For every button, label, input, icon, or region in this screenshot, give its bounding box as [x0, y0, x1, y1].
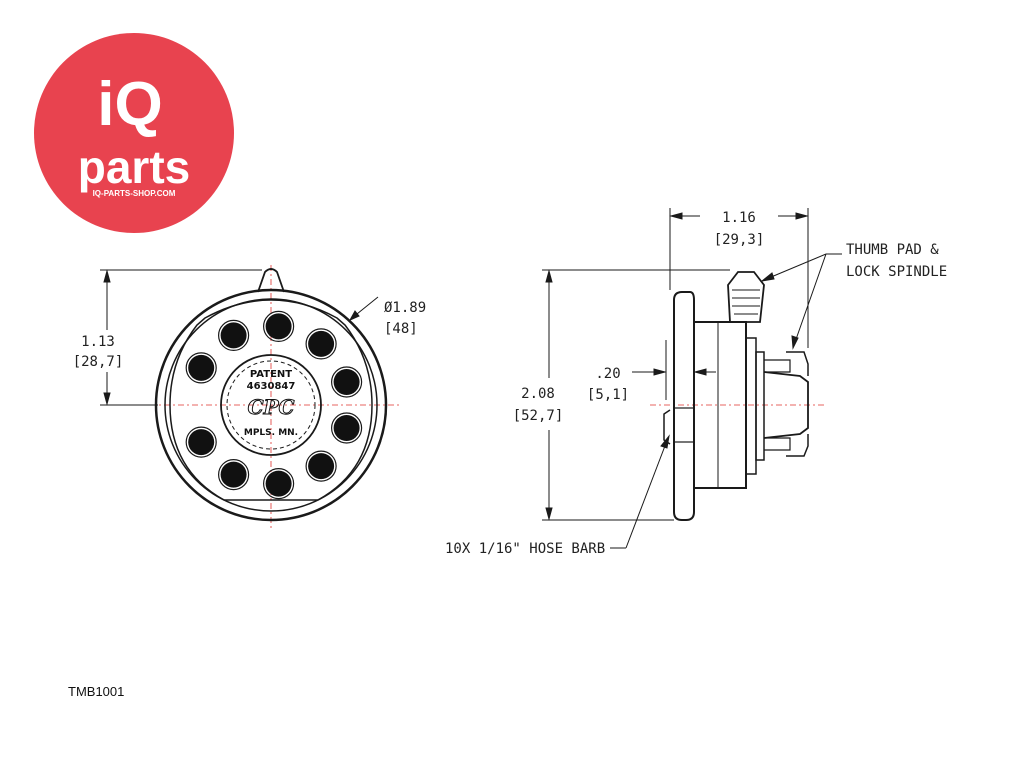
front-body-outline [169, 299, 373, 501]
hose-port-ring [185, 352, 217, 384]
thumb-pad-callout [760, 253, 842, 350]
side-height-inches: 2.08 [521, 386, 555, 402]
front-inner-ring [164, 298, 378, 512]
hose-port-group [185, 310, 363, 500]
front-height-dimension [100, 269, 262, 406]
side-height-dimension [542, 269, 730, 521]
hose-port [220, 322, 247, 349]
side-flange-plate [673, 291, 695, 521]
front-height-inches: 1.13 [81, 334, 115, 350]
hose-port-ring [218, 319, 250, 351]
front-height-mm: [28,7] [73, 354, 124, 370]
side-width-dimension [669, 208, 809, 348]
thumb-pad-callout-line2: LOCK SPINDLE [846, 264, 947, 280]
hose-port-ring [263, 468, 295, 500]
front-view [150, 265, 400, 530]
side-width-mm: [29,3] [714, 232, 765, 248]
hose-port-ring [331, 412, 363, 444]
hose-port [333, 369, 360, 395]
iq-parts-logo: iQ parts IQ-PARTS-SHOP.COM [34, 33, 234, 233]
hose-port-ring [305, 328, 337, 360]
location-label: MPLS. MN. [244, 428, 298, 438]
side-flange-inches: .20 [595, 366, 620, 382]
logo-line2: parts [78, 141, 190, 193]
hose-port-ring [218, 459, 250, 491]
logo-line1: iQ [97, 70, 162, 139]
side-flange-dimension [632, 340, 716, 400]
hose-port-ring [305, 450, 337, 482]
patent-label: PATENT [250, 369, 292, 380]
thumb-pad-ridges [732, 289, 760, 315]
thumb-pad-callout-line1: THUMB PAD & [846, 242, 939, 258]
hose-port-ring [263, 310, 295, 342]
side-height-mm: [52,7] [513, 408, 564, 424]
side-width-inches: 1.16 [722, 210, 756, 226]
part-number: TMB1001 [68, 684, 125, 699]
hose-port [188, 354, 215, 381]
logo-badge [34, 33, 234, 233]
hose-port-ring [185, 426, 217, 458]
hose-port-ring [331, 366, 363, 398]
center-boss-teeth [226, 360, 316, 450]
hose-barb-callout [610, 434, 670, 549]
front-diameter-inches: Ø1.89 [384, 300, 426, 316]
thumb-pad [727, 271, 765, 323]
hose-port [333, 415, 360, 441]
hose-port [308, 330, 335, 357]
front-diameter-leader [348, 296, 379, 322]
hose-barb-callout-text: 10X 1/16" HOSE BARB [445, 541, 605, 557]
patent-number: 4630847 [247, 381, 296, 392]
side-rear-ring [745, 337, 757, 475]
hose-port [265, 470, 292, 497]
hose-port [188, 429, 215, 456]
side-view [650, 271, 825, 521]
thumb-nub [257, 268, 285, 293]
lock-spindle [763, 371, 809, 439]
hose-port [308, 453, 335, 480]
front-diameter-mm: [48] [384, 321, 418, 337]
center-boss [220, 354, 322, 456]
hose-port [265, 313, 292, 340]
logo-url: IQ-PARTS-SHOP.COM [93, 189, 176, 198]
side-flange-mm: [5,1] [587, 387, 629, 403]
hose-port [220, 461, 247, 488]
brand-mark: CPC [248, 395, 295, 419]
